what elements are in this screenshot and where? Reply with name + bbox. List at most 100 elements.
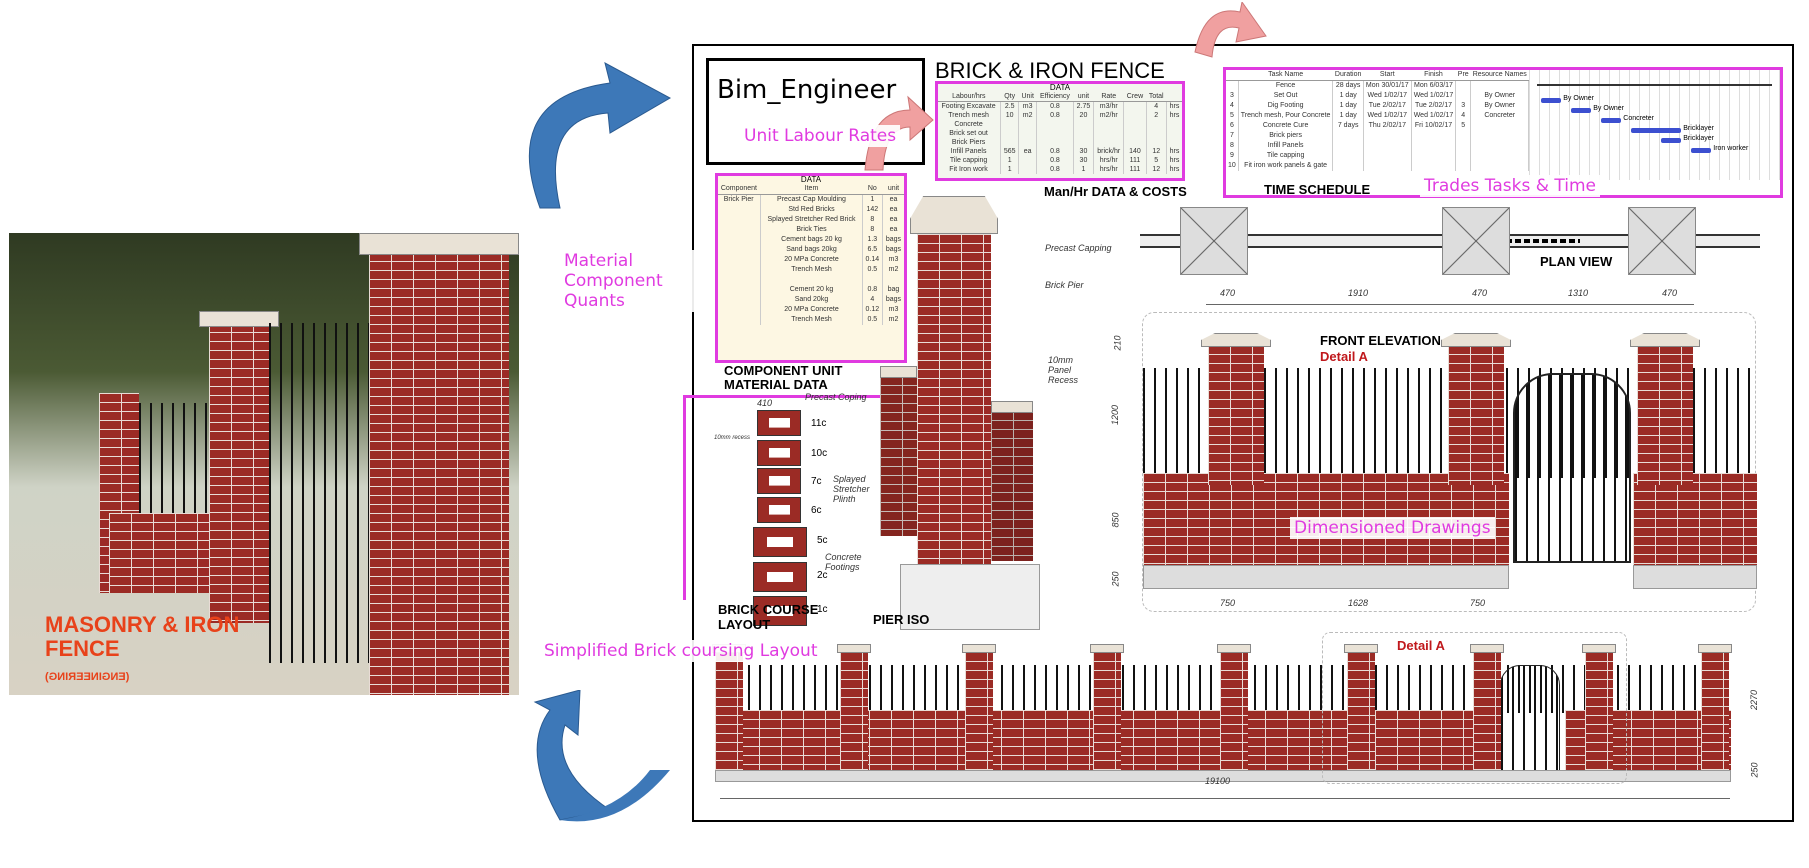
table-cell: Trench mesh: [937, 111, 1002, 120]
table-cell: 6.5: [862, 245, 883, 255]
table-cell: 30: [1073, 156, 1095, 165]
table-cell: m2/hr: [1093, 111, 1125, 120]
column-header: Qty: [1000, 92, 1019, 102]
fence-photo: MASONRY & IRON FENCE (ENGINEERING): [9, 233, 519, 695]
table-cell: Trench Mesh: [760, 265, 863, 275]
pier-label: PIER ISO: [873, 612, 930, 627]
table-cell: 10: [1226, 161, 1239, 171]
brick-course: [753, 527, 807, 557]
column-header: Total: [1146, 92, 1167, 102]
photo-caption: MASONRY & IRON: [45, 612, 240, 637]
course-label: 5c: [817, 535, 828, 546]
table-cell: [1332, 131, 1364, 141]
plan-dim: 1910: [1348, 288, 1369, 298]
table-cell: bag: [882, 285, 906, 295]
drawing-sheet: [692, 44, 1794, 822]
table-cell: 142: [862, 205, 883, 215]
table-cell: [717, 205, 762, 215]
table-cell: hrs: [1166, 101, 1184, 111]
table-cell: [1332, 161, 1364, 171]
pier: [1220, 652, 1248, 770]
table-cell: [1166, 120, 1184, 129]
column-header: unit: [1073, 92, 1094, 102]
table-cell: hrs/hr: [1093, 156, 1125, 165]
table-cell: 28 days: [1332, 80, 1364, 91]
table-cell: Precast Cap Moulding: [760, 194, 863, 205]
table-cell: m3: [882, 305, 906, 315]
schedule-label: TIME SCHEDULE: [1264, 182, 1371, 197]
table-cell: 0.8: [1036, 156, 1074, 165]
plan-view: [1140, 202, 1760, 282]
table-cell: [1018, 129, 1038, 138]
table-cell: Concrete: [937, 120, 1002, 129]
table-cell: [1470, 121, 1530, 131]
table-cell: Fri 10/02/17: [1411, 121, 1457, 131]
table-cell: Tue 2/02/17: [1363, 101, 1412, 111]
table-cell: Sand bags 20kg: [760, 245, 863, 255]
column-header: No: [862, 184, 883, 195]
material-label-2: MATERIAL DATA: [724, 377, 828, 392]
table-cell: [1411, 161, 1457, 171]
table-cell: 6: [1226, 121, 1239, 131]
photo-caption-mirrored: (ENGINEERING): [45, 671, 130, 683]
table-cell: Wed 1/02/17: [1411, 111, 1457, 121]
table-cell: [1036, 129, 1074, 138]
table-cell: ea: [1018, 147, 1038, 156]
table-cell: 111: [1123, 165, 1147, 174]
brick-course: [757, 410, 801, 436]
table-cell: [1093, 120, 1125, 129]
table-cell: bags: [882, 235, 906, 245]
course-label: 2c: [817, 570, 828, 581]
table-cell: Footing Excavate: [937, 101, 1002, 111]
table-cell: 12: [1146, 147, 1167, 156]
table-cell: 30: [1073, 147, 1095, 156]
table-cell: Sand 20kg: [760, 295, 863, 305]
plan-dim: 470: [1472, 288, 1488, 298]
gantt-label: By Owner: [1593, 105, 1624, 112]
table-row: Concrete: [937, 120, 1184, 129]
course-label: 11c: [811, 418, 827, 429]
callout-labour: Unit Labour Rates: [740, 125, 901, 147]
table-cell: 3: [1455, 101, 1472, 111]
column-header: Resource Names: [1470, 70, 1529, 81]
table-cell: [862, 275, 883, 285]
table-cell: [1470, 161, 1530, 171]
table-row: [717, 275, 906, 285]
table-cell: [760, 275, 863, 285]
table-cell: [1455, 91, 1472, 101]
pier-note: 10mm Panel Recess: [1048, 355, 1079, 385]
table-cell: [1166, 138, 1184, 147]
table-cell: [1073, 129, 1095, 138]
pier: [1585, 652, 1613, 770]
table-cell: Tile capping: [1238, 151, 1334, 161]
brick-course: [757, 440, 801, 466]
table-cell: [1093, 129, 1125, 138]
table-cell: 1: [1073, 165, 1095, 174]
column-header: Duration: [1332, 70, 1364, 81]
table-cell: [717, 285, 762, 295]
table-cell: ea: [882, 225, 906, 235]
table-cell: brick/hr: [1093, 147, 1125, 156]
table-cell: [1470, 151, 1530, 161]
table-cell: [1146, 120, 1167, 129]
table-cell: 0.8: [1036, 111, 1074, 120]
long-detail: Detail A: [1397, 638, 1445, 653]
plan-dim: 470: [1662, 288, 1678, 298]
course-recess-note: 10mm recess: [714, 435, 751, 441]
pier-cap: [1582, 644, 1616, 653]
table-cell: 0.8: [1036, 165, 1074, 174]
table-cell: [717, 305, 762, 315]
sheet-title: BRICK & IRON FENCE: [935, 58, 1165, 83]
table-cell: 2: [1146, 111, 1167, 120]
table-cell: bags: [882, 295, 906, 305]
table-cell: 5: [1146, 156, 1167, 165]
brick-course: [753, 562, 807, 592]
course-note: Splayed Stretcher Plinth: [833, 474, 870, 504]
